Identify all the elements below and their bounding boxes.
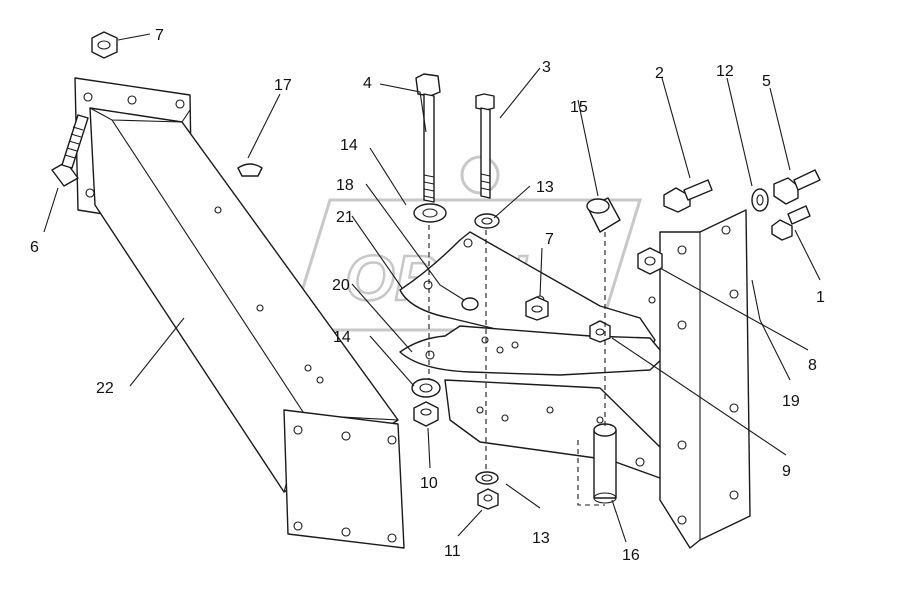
part-4-bolt <box>415 73 441 203</box>
callout-2: 2 <box>655 65 664 82</box>
callout-5: 5 <box>762 73 771 90</box>
callout-17: 17 <box>274 77 292 94</box>
assembly-guides <box>428 225 606 506</box>
part-1-bolt <box>771 205 811 241</box>
part-8-nut <box>637 247 663 275</box>
part-20-bracket-plate <box>399 325 666 479</box>
callout-22: 22 <box>96 380 114 397</box>
part-13-washer-upper <box>474 213 500 229</box>
part-2-bolt <box>663 179 713 213</box>
callout-14-upper: 14 <box>340 137 358 154</box>
part-15-bushing <box>586 197 621 233</box>
part-6-bolt <box>51 114 89 187</box>
callout-10: 10 <box>420 475 438 492</box>
part-3-bolt <box>475 93 495 199</box>
callout-14-lower: 14 <box>333 329 351 346</box>
part-17-plug <box>237 163 263 177</box>
callout-16: 16 <box>622 547 640 564</box>
callout-20: 20 <box>332 277 350 294</box>
callout-19: 19 <box>782 393 800 410</box>
part-19-mounting-plate <box>648 209 751 549</box>
part-9-nut <box>589 320 611 343</box>
callout-7-top: 7 <box>155 27 164 44</box>
part-16-tube <box>593 423 617 504</box>
part-11-nut <box>477 488 499 510</box>
part-14-washer-lower <box>411 378 441 398</box>
part-7-nut-top <box>91 31 118 59</box>
callout-9: 9 <box>782 463 791 480</box>
callout-18: 18 <box>336 177 354 194</box>
callout-1: 1 <box>816 289 825 306</box>
callout-13-upper: 13 <box>536 179 554 196</box>
callout-21: 21 <box>336 209 354 226</box>
part-13-washer-lower <box>475 471 499 485</box>
part-5-bolt <box>773 169 821 205</box>
callout-3: 3 <box>542 59 551 76</box>
callout-labels: 7 6 17 4 3 2 12 5 1 8 19 9 15 14 18 13 2… <box>30 27 825 564</box>
part-12-washer <box>751 188 769 212</box>
part-7-nut-right <box>525 296 549 321</box>
part-18-plug <box>461 297 479 311</box>
callout-6: 6 <box>30 239 39 256</box>
callout-15: 15 <box>570 99 588 116</box>
leader-lines <box>43 33 821 543</box>
callout-8: 8 <box>808 357 817 374</box>
callout-4: 4 <box>363 75 372 92</box>
part-22-beam <box>74 77 405 549</box>
part-14-washer-upper <box>413 203 447 223</box>
callout-11: 11 <box>444 543 461 560</box>
part-10-nut <box>413 401 439 427</box>
callout-7-right: 7 <box>545 231 554 248</box>
callout-12: 12 <box>716 63 734 80</box>
callout-13-lower: 13 <box>532 530 550 547</box>
